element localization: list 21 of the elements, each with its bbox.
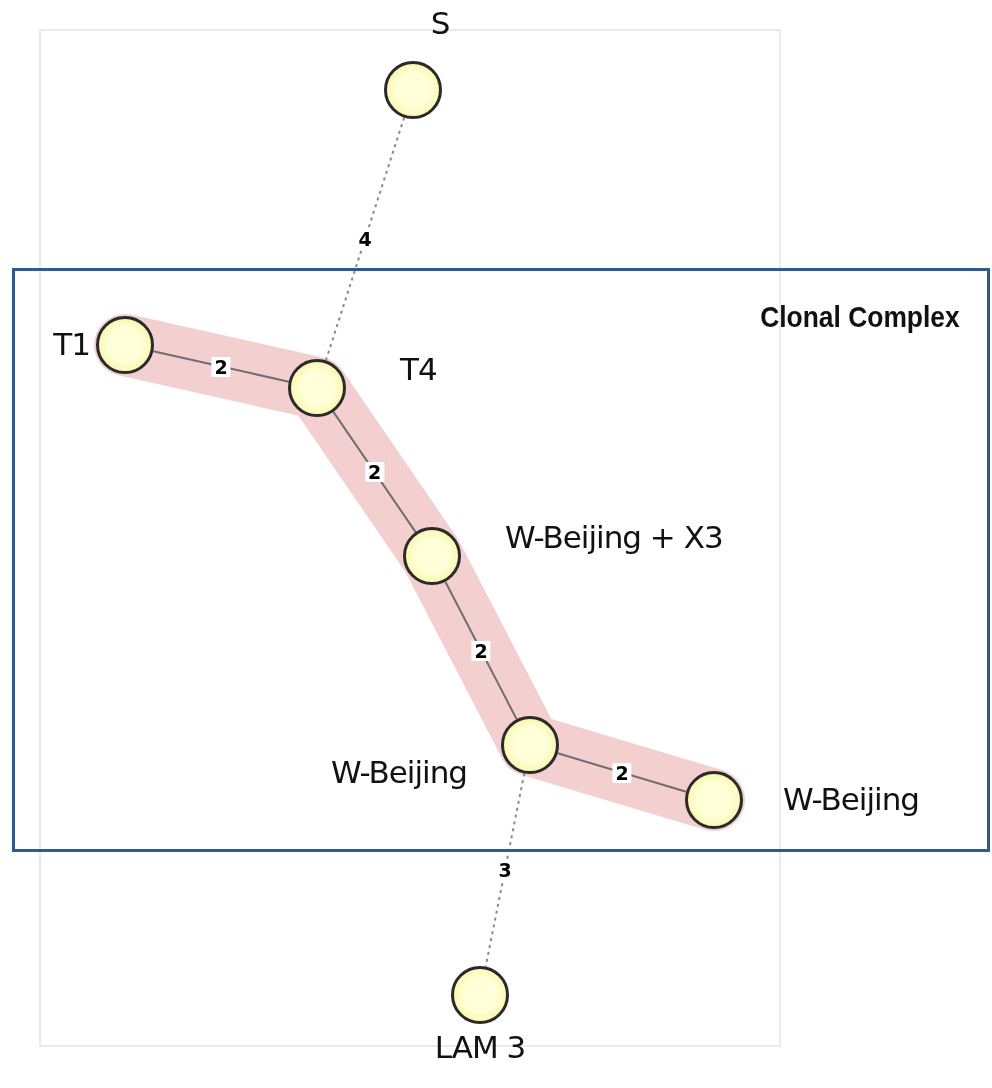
- edge-label: 2: [364, 462, 385, 482]
- node-circle: [384, 61, 442, 119]
- connector-line: [556, 752, 688, 793]
- connector-line: [324, 116, 406, 362]
- edge-label: 2: [612, 762, 632, 783]
- group-box: [12, 268, 990, 852]
- node-label: W-Beijing: [331, 754, 467, 790]
- node-label: LAM 3: [434, 1029, 526, 1065]
- node-label: W-Beijing + X3: [505, 519, 723, 555]
- node-label: T4: [400, 351, 437, 387]
- node-label: W-Beijing: [783, 781, 919, 817]
- connector-line: [332, 410, 417, 534]
- group-title: Clonal Complex: [760, 300, 960, 334]
- edge-label: 2: [211, 356, 231, 377]
- node-label: S: [430, 5, 450, 41]
- node-label: T1: [53, 326, 90, 362]
- connector-line: [152, 350, 290, 383]
- node-circle: [451, 966, 509, 1024]
- edge-label: 2: [471, 640, 491, 661]
- node-circle: [96, 316, 154, 374]
- connector-line: [444, 580, 518, 721]
